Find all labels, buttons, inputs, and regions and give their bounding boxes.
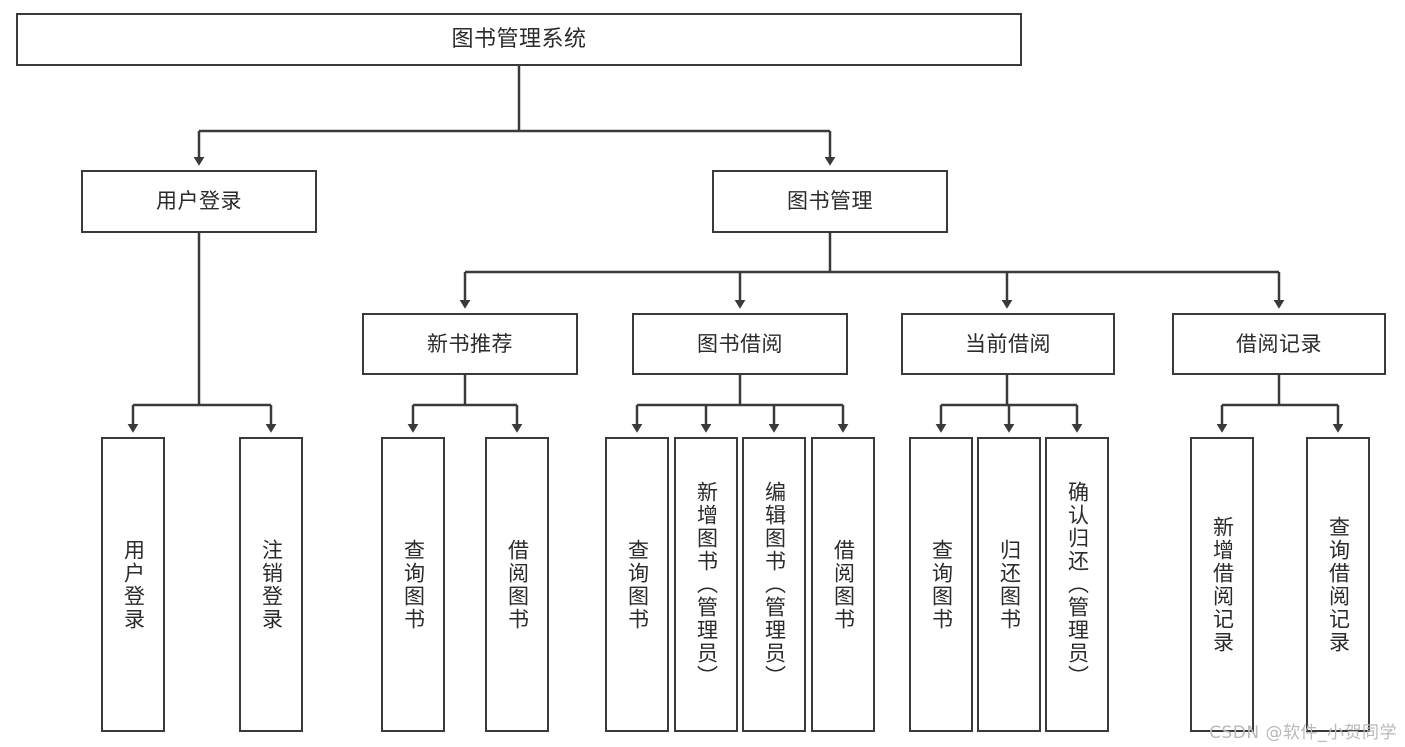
- node-leaf-user-login-label: 用户登录: [121, 538, 146, 631]
- node-leaf-logout-label: 注销登录: [259, 538, 284, 631]
- node-leaf-add-book[interactable]: 新增图书（管理员）: [674, 437, 738, 732]
- node-user-login[interactable]: 用户登录: [81, 170, 317, 233]
- node-leaf-query-book-1-label: 查询图书: [401, 538, 426, 631]
- node-leaf-user-login[interactable]: 用户登录: [101, 437, 165, 732]
- node-leaf-query-book-2-label: 查询图书: [625, 538, 650, 631]
- node-leaf-return-book[interactable]: 归还图书: [977, 437, 1041, 732]
- watermark: CSDN @软件_小贺同学: [1209, 723, 1397, 743]
- node-leaf-query-book-2[interactable]: 查询图书: [605, 437, 669, 732]
- node-leaf-query-record-label: 查询借阅记录: [1326, 515, 1351, 654]
- node-book-manage-label: 图书管理: [787, 189, 873, 214]
- node-leaf-borrow-book-1[interactable]: 借阅图书: [485, 437, 549, 732]
- node-leaf-query-record[interactable]: 查询借阅记录: [1306, 437, 1370, 732]
- node-leaf-borrow-book-2-label: 借阅图书: [831, 538, 856, 631]
- node-leaf-confirm-return[interactable]: 确认归还（管理员）: [1045, 437, 1109, 732]
- node-new-book-rec[interactable]: 新书推荐: [362, 313, 578, 375]
- node-leaf-borrow-book-2[interactable]: 借阅图书: [811, 437, 875, 732]
- node-borrow-record-label: 借阅记录: [1236, 331, 1322, 356]
- node-borrow-record[interactable]: 借阅记录: [1172, 313, 1386, 375]
- node-current-borrow-label: 当前借阅: [965, 331, 1051, 356]
- node-leaf-edit-book[interactable]: 编辑图书（管理员）: [742, 437, 806, 732]
- node-leaf-query-book-3-label: 查询图书: [929, 538, 954, 631]
- node-book-borrow[interactable]: 图书借阅: [632, 313, 848, 375]
- node-leaf-add-record-label: 新增借阅记录: [1210, 515, 1235, 654]
- node-book-borrow-label: 图书借阅: [697, 331, 783, 356]
- node-leaf-confirm-return-label: 确认归还（管理员）: [1065, 481, 1090, 688]
- node-leaf-add-record[interactable]: 新增借阅记录: [1190, 437, 1254, 732]
- node-leaf-borrow-book-1-label: 借阅图书: [505, 538, 530, 631]
- node-new-book-rec-label: 新书推荐: [427, 331, 513, 356]
- node-leaf-logout[interactable]: 注销登录: [239, 437, 303, 732]
- node-leaf-query-book-1[interactable]: 查询图书: [381, 437, 445, 732]
- node-leaf-edit-book-label: 编辑图书（管理员）: [762, 481, 787, 688]
- node-leaf-query-book-3[interactable]: 查询图书: [909, 437, 973, 732]
- node-user-login-label: 用户登录: [156, 189, 242, 214]
- node-root-label: 图书管理系统: [451, 26, 587, 52]
- node-leaf-add-book-label: 新增图书（管理员）: [694, 481, 719, 688]
- node-leaf-return-book-label: 归还图书: [997, 538, 1022, 631]
- node-book-manage[interactable]: 图书管理: [712, 170, 948, 233]
- node-current-borrow[interactable]: 当前借阅: [901, 313, 1115, 375]
- node-root[interactable]: 图书管理系统: [16, 13, 1022, 66]
